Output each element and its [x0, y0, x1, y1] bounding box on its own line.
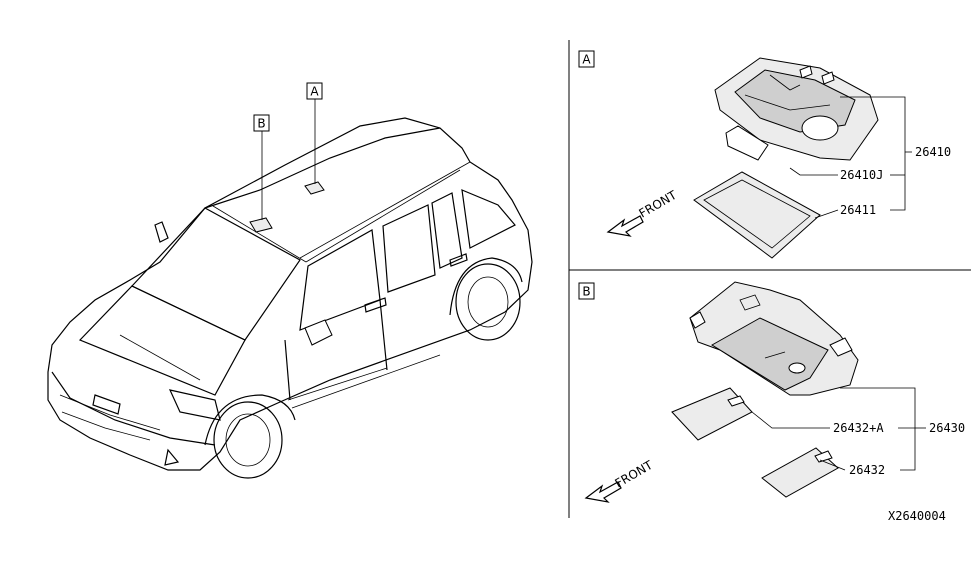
part-number-26410: 26410 — [915, 145, 951, 159]
front-label-a: FRONT — [637, 188, 680, 221]
front-label-b: FRONT — [613, 458, 656, 491]
callout-b: B — [253, 114, 270, 220]
section-a-tag: A — [582, 53, 591, 67]
front-arrow-b: FRONT — [584, 458, 656, 503]
lens-a — [693, 171, 821, 259]
part-number-26411: 26411 — [840, 203, 876, 217]
car-illustration — [47, 117, 533, 479]
section-b-tag: B — [582, 285, 590, 299]
section-b: B 26430 26432+A 26432 FRONT — [578, 281, 965, 503]
callout-a-label: A — [310, 85, 319, 99]
part-number-26432: 26432 — [849, 463, 885, 477]
section-a: A 26410 26410J 26411 FRONT — [578, 50, 951, 259]
part-number-26430: 26430 — [929, 421, 965, 435]
part-number-26410J: 26410J — [840, 168, 883, 182]
diagram-code: X2640004 — [888, 509, 946, 523]
front-arrow-a: FRONT — [606, 188, 680, 237]
bulb-holder — [725, 125, 769, 161]
callout-b-label: B — [257, 117, 265, 131]
part-number-26432A: 26432+A — [833, 421, 884, 435]
callout-a: A — [306, 82, 323, 184]
